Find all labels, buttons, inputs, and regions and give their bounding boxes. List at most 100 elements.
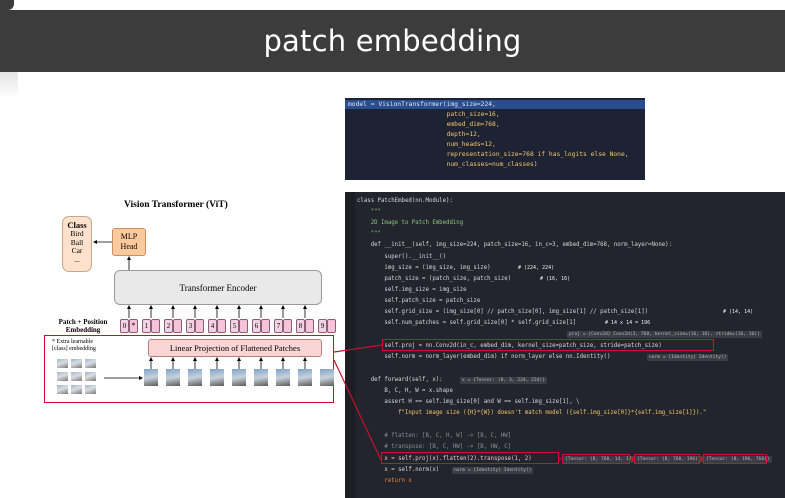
code-line: assert H == self.img_size[0] and W == se… <box>357 399 580 405</box>
highlight-proj-line <box>382 339 714 351</box>
model-config-code: model = VisionTransformer(img_size=224, … <box>345 98 645 180</box>
inline-value-num-patches: # 14 x 14 = 196 <box>605 320 651 326</box>
code-line: representation_size=768 if has_logits el… <box>348 151 629 158</box>
patch-token-badge <box>327 319 336 333</box>
patch-tile <box>254 369 268 386</box>
input-image-grid <box>56 358 100 398</box>
patch-token-badge <box>195 319 204 333</box>
highlight-tensor-1 <box>562 454 630 464</box>
code-line: embed_dim=768, <box>348 121 500 128</box>
patch-tile <box>232 369 246 386</box>
position-badge: 6 <box>252 319 261 333</box>
code-line: x = self.norm(x) <box>357 467 440 473</box>
position-badge: 8 <box>296 319 305 333</box>
position-badge: 2 <box>164 319 173 333</box>
patch-tile <box>276 369 290 386</box>
code-line: num_classes=num_classes) <box>348 161 538 168</box>
class-item: Ball <box>70 237 84 247</box>
patch-token-badge <box>239 319 248 333</box>
patch-token-badge <box>283 319 292 333</box>
code-line: def __init__(self, img_size=224, patch_s… <box>357 242 673 248</box>
class-heading: Class <box>67 220 87 230</box>
patch-token-badge <box>151 319 160 333</box>
current-line-highlight <box>345 100 645 109</box>
class-token-badge: * <box>129 319 138 333</box>
code-line: self.norm = norm_layer(embed_dim) if nor… <box>357 354 611 360</box>
patch-tile <box>188 369 202 386</box>
image-tile <box>70 384 83 395</box>
code-line: img_size = (img_size, img_size) <box>357 265 491 271</box>
code-line: return x <box>357 478 412 484</box>
code-line: f"Input image size ({H}*{W}) doesn't mat… <box>357 410 707 416</box>
patch-token-badge <box>173 319 182 333</box>
code-line: self.patch_size = patch_size <box>357 298 481 304</box>
code-line: # flatten: [B, C, H, W] -> [B, C, HW] <box>357 433 512 439</box>
edge-shadow <box>0 72 18 98</box>
slide-title: patch embedding <box>263 24 522 58</box>
position-badge: 1 <box>142 319 151 333</box>
code-line: patch_size = (patch_size, patch_size) <box>357 276 512 282</box>
class-output-box: Class Bird Ball Car ... <box>62 216 92 272</box>
patch-token-badge <box>305 319 314 333</box>
class-item: Bird <box>70 229 84 238</box>
image-tile <box>56 358 69 369</box>
patch-tile <box>320 369 334 386</box>
code-line: self.num_patches = self.grid_size[0] * s… <box>357 320 577 326</box>
patch-tile <box>166 369 180 386</box>
linear-projection-box: Linear Projection of Flattened Patches <box>148 339 322 357</box>
mlp-head-box: MLP Head <box>112 228 146 256</box>
vit-diagram: Vision Transformer (ViT) Class Bird Ball… <box>44 195 336 410</box>
image-tile <box>56 384 69 395</box>
patch-position-embedding-label: Patch + Position Embedding <box>58 318 108 334</box>
code-line: # transpose: [B, C, HW] -> [B, HW, C] <box>357 444 512 450</box>
slide-title-bar: patch embedding <box>0 10 785 72</box>
image-tile <box>56 371 69 382</box>
position-badge: 9 <box>318 319 327 333</box>
position-badge: 4 <box>208 319 217 333</box>
position-badge: 3 <box>186 319 195 333</box>
inline-value-img-size: # (224, 224) <box>518 265 555 271</box>
position-badge: 0 <box>120 319 129 333</box>
image-tile <box>70 358 83 369</box>
corner-notch <box>0 0 14 10</box>
image-tile <box>84 358 97 369</box>
class-item: ... <box>74 254 80 264</box>
patch-token-badge <box>217 319 226 333</box>
diagram-arrows <box>93 240 307 380</box>
code-line: x = self.proj(x).flatten(2).transpose(1,… <box>357 456 532 462</box>
code-line: patch_size=16, <box>348 111 500 118</box>
code-line: model = VisionTransformer(img_size=224, <box>348 101 496 108</box>
transformer-encoder-box: Transformer Encoder <box>114 270 322 305</box>
patch-tile <box>298 369 312 386</box>
code-line: """ <box>357 209 381 215</box>
image-tile <box>84 371 97 382</box>
extra-class-embedding-label: * Extra learnable [class] embedding <box>52 339 96 352</box>
code-line: self.img_size = img_size <box>357 287 467 293</box>
debug-hint-forward-x: x = {Tensor: (8, 3, 224, 224)} <box>460 377 547 384</box>
inline-value-grid-size: # (14, 14) <box>723 309 754 315</box>
image-tile <box>84 384 97 395</box>
code-line: super().__init__() <box>357 254 447 260</box>
patch-token-badge <box>261 319 270 333</box>
code-line: 2D Image to Patch Embedding <box>357 220 464 226</box>
code-line: num_heads=12, <box>348 141 496 148</box>
patch-tile <box>210 369 224 386</box>
tensor-flow-arrows <box>559 456 705 462</box>
image-tile <box>70 371 83 382</box>
patch-tile <box>144 369 158 386</box>
code-line: """ <box>357 231 381 237</box>
code-line: B, C, H, W = x.shape <box>357 388 453 394</box>
code-line: self.proj = nn.Conv2d(in_c, embed_dim, k… <box>357 343 662 349</box>
position-badge: 5 <box>230 319 239 333</box>
vit-title: Vision Transformer (ViT) <box>124 200 228 210</box>
patch-embed-code: class PatchEmbed(nn.Module): """ 2D Imag… <box>345 192 785 498</box>
inline-value-patch-size: # (16, 16) <box>540 276 571 282</box>
class-item: Car <box>71 246 83 255</box>
code-line: class PatchEmbed(nn.Module): <box>357 198 453 204</box>
debug-hint-norm-forward: norm = {Identity} Identity() <box>452 467 534 474</box>
debug-hint-norm: norm = {Identity} Identity() <box>647 354 729 361</box>
tensor-shape-badge: {Tensor: (8, 768, 196)} <box>635 456 703 463</box>
code-line: self.grid_size = (img_size[0] // patch_s… <box>357 309 649 315</box>
position-badge: 7 <box>274 319 283 333</box>
tensor-shape-badge: {Tensor: (8, 196, 768)} <box>704 456 772 463</box>
